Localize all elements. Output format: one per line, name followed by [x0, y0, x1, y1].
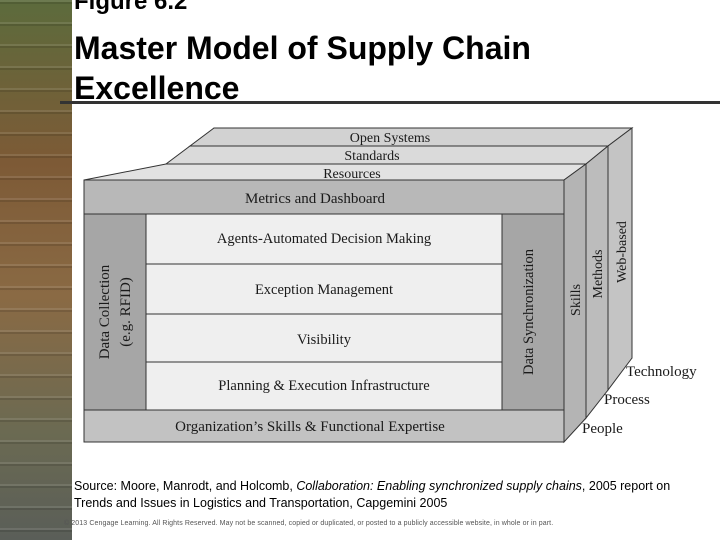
dimension-process: Process	[604, 392, 650, 408]
center-label-3: Visibility	[297, 332, 352, 348]
left-column	[83, 213, 147, 411]
side-label-skills: Skills	[569, 284, 584, 316]
copyright-notice: © 2013 Cengage Learning. All Rights Rese…	[64, 520, 554, 527]
center-label-4: Planning & Execution Infrastructure	[218, 378, 429, 394]
figure-label: Figure 6.2	[74, 0, 188, 15]
side-label-web-based: Web-based	[615, 221, 630, 283]
dimension-technology: Technology	[626, 364, 697, 380]
header-label: Metrics and Dashboard	[245, 191, 385, 207]
source-prefix: Source: Moore, Manrodt, and Holcomb,	[74, 479, 297, 493]
dimension-people: People	[582, 421, 623, 437]
title-divider	[60, 101, 720, 104]
left-label-line2: (e.g. RFID)	[118, 277, 134, 347]
center-box-2	[145, 263, 503, 315]
decorative-sidebar-image	[0, 0, 72, 540]
bottom-bar-label: Organization’s Skills & Functional Exper…	[175, 419, 445, 435]
source-title: Collaboration: Enabling synchronized sup…	[296, 479, 582, 493]
layer-label-standards: Standards	[344, 149, 399, 164]
layer-label-resources: Resources	[323, 167, 381, 182]
center-box-3	[145, 313, 503, 363]
right-label: Data Synchronization	[521, 248, 537, 375]
header-band	[83, 179, 565, 215]
supply-chain-model-diagram: Open Systems Standards Resources Metrics…	[83, 127, 697, 444]
left-label-line1: Data Collection	[97, 264, 113, 359]
center-label-2: Exception Management	[255, 282, 393, 298]
source-citation: Source: Moore, Manrodt, and Holcomb, Col…	[74, 478, 694, 512]
right-column	[501, 213, 565, 411]
side-label-methods: Methods	[591, 250, 606, 299]
center-label-1: Agents-Automated Decision Making	[217, 231, 431, 247]
layer-label-open-systems: Open Systems	[350, 131, 431, 146]
page-title: Master Model of Supply Chain Excellence	[74, 30, 531, 106]
center-box-1	[145, 213, 503, 265]
source-suffix: , 2005 report on Trends and Issues in Lo…	[74, 479, 671, 510]
center-box-4	[145, 361, 503, 411]
